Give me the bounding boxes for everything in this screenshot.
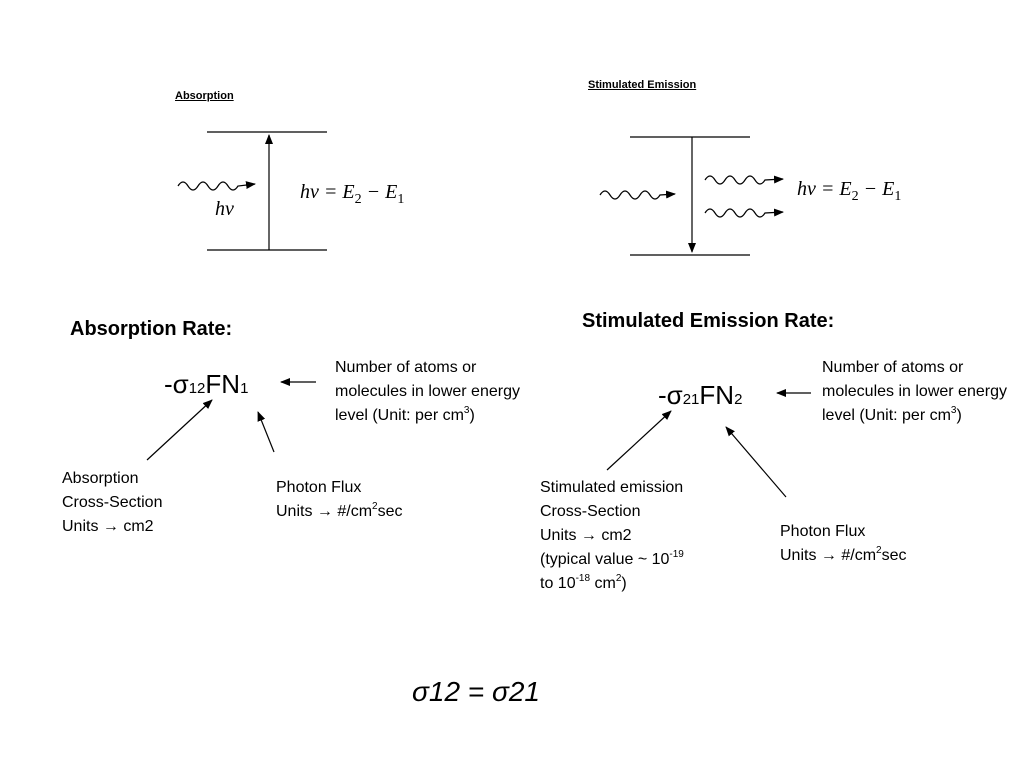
absorption-rate-formula: -σ12FN1	[164, 369, 249, 399]
emission-atoms-note: Number of atoms or molecules in lower en…	[822, 359, 1007, 424]
absorption-atoms-note: Number of atoms or molecules in lower en…	[335, 359, 520, 424]
emission-flux-note: Photon Flux Units → #/cm2sec	[780, 523, 907, 564]
absorption-rate-title: Absorption Rate:	[70, 318, 233, 340]
absorption-photon-label: hν	[215, 198, 234, 220]
emission-panel-title: Stimulated Emission	[588, 79, 697, 91]
absorption-flux-arrow	[257, 411, 275, 453]
emission-cross-section-note: Stimulated emission Cross-Section Units …	[540, 479, 684, 592]
emission-rate-title: Stimulated Emission Rate:	[582, 310, 835, 332]
emission-flux-arrow	[725, 426, 787, 498]
emission-incoming-photon	[599, 190, 676, 200]
emission-outgoing-photon-1	[704, 175, 784, 185]
cross-section-equality: σ12 = σ21	[412, 676, 540, 707]
absorption-cross-section-note: Absorption Cross-Section Units → cm2	[62, 470, 163, 535]
absorption-panel-title: Absorption	[175, 90, 234, 102]
emission-cross-section-arrow	[606, 410, 672, 471]
absorption-incoming-photon	[177, 181, 256, 191]
absorption-cross-section-arrow	[146, 399, 213, 461]
absorption-energy-equation: hν = E2 − E1	[300, 181, 405, 207]
absorption-flux-note: Photon Flux Units → #/cm2sec	[276, 479, 403, 520]
emission-outgoing-photon-2	[704, 208, 784, 218]
emission-rate-formula: -σ21FN2	[658, 380, 743, 410]
emission-energy-equation: hν = E2 − E1	[797, 178, 902, 204]
